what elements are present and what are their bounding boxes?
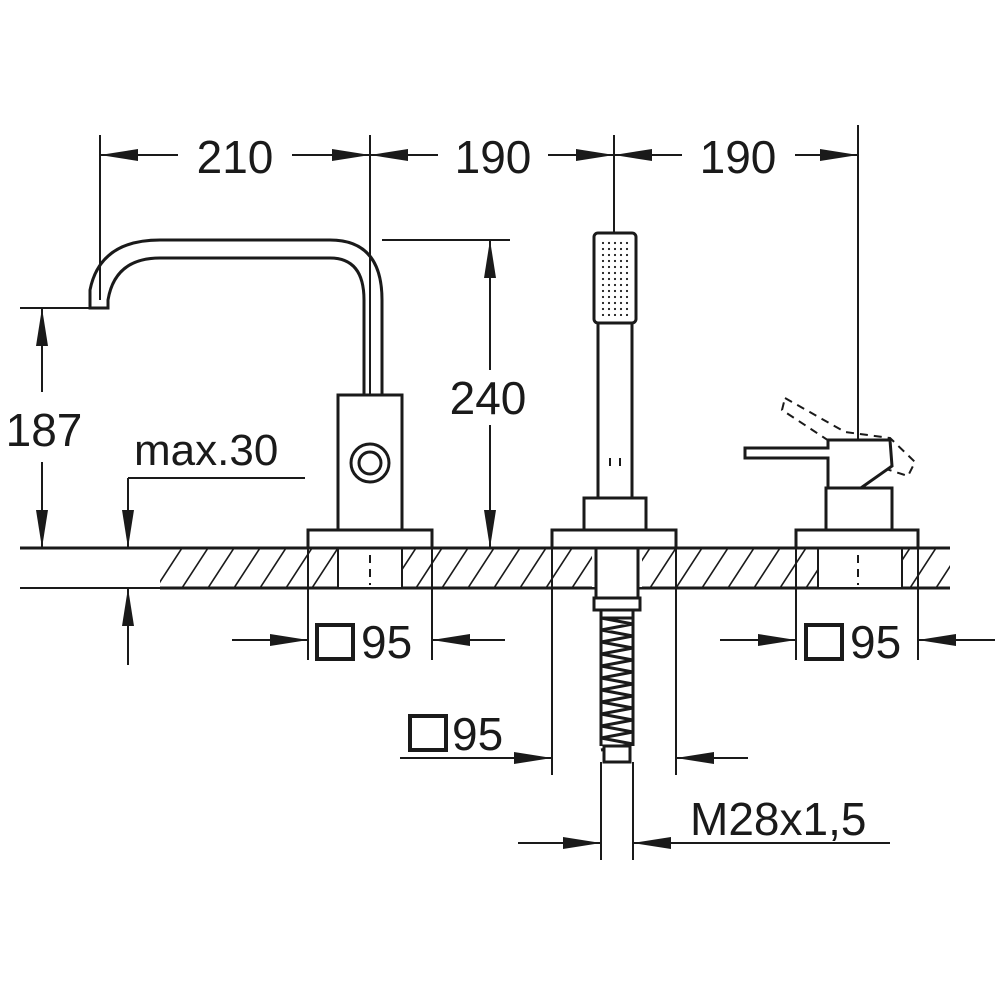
dim-label-thread: M28x1,5 — [690, 793, 866, 845]
dim-label-deck-thickness: max.30 — [134, 426, 278, 475]
square-symbol-right — [804, 623, 844, 661]
dim-label-base-center: 95 — [452, 708, 503, 760]
dim-label-spacing-right: 190 — [700, 131, 777, 183]
hand-shower-assembly — [550, 231, 678, 764]
dim-label-spout-height: 187 — [6, 404, 83, 456]
dim-label-spacing-left: 190 — [455, 131, 532, 183]
spout-assembly — [88, 238, 434, 585]
dim-label-base-left: 95 — [361, 616, 412, 668]
dim-label-base-right: 95 — [850, 616, 901, 668]
dim-label-spout-reach: 210 — [197, 131, 274, 183]
deck-section — [20, 546, 950, 590]
top-dimension-line — [100, 149, 858, 161]
mixer-assembly — [743, 396, 920, 585]
square-symbol-center — [408, 714, 448, 752]
spout-height-dimension-line — [36, 308, 48, 548]
base-dimension-arrows — [232, 634, 995, 849]
deck-thickness-arrows — [122, 510, 134, 626]
dim-label-total-height: 240 — [450, 372, 527, 424]
extension-lines — [20, 125, 919, 860]
total-height-dimension-line — [484, 240, 496, 548]
square-symbol-left — [315, 623, 355, 661]
